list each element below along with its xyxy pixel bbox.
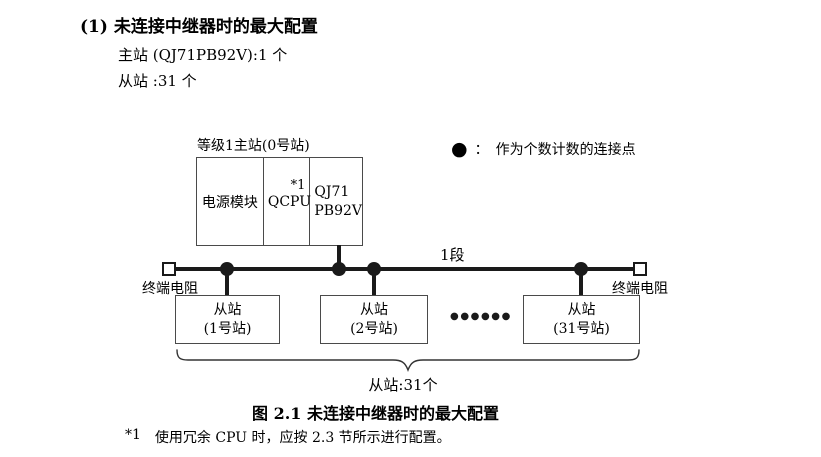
curly-brace — [176, 349, 640, 372]
slave-count-label: 从站:31个 — [368, 376, 438, 394]
connection-point-dot — [332, 262, 346, 276]
network-module-line2: PB92V — [314, 202, 362, 219]
slave-station-box-2: 从站 (2号站) — [320, 295, 428, 344]
slave-label: 从站 — [213, 301, 242, 318]
slave-station-number: (1号站) — [203, 320, 252, 337]
terminating-resistor-left-icon — [162, 262, 176, 276]
section-heading: (1) 未连接中继器时的最大配置 — [80, 17, 318, 37]
footnote-marker: *1 — [125, 427, 141, 443]
master-station-box: 电源模块 *1 QCPU QJ71 PB92V — [196, 157, 363, 246]
master-station-label: 等级1主站(0号站) — [197, 138, 310, 154]
slave31-drop-line — [579, 269, 583, 297]
footnote-reference: *1 — [290, 178, 306, 193]
cpu-module-label: QCPU — [267, 194, 312, 210]
footnote: *1 使用冗余 CPU 时，应按 2.3 节所示进行配置。 — [125, 427, 451, 447]
bus-line — [168, 267, 644, 271]
terminating-resistor-right-icon — [633, 262, 647, 276]
slave-station-number: (2号站) — [350, 320, 398, 337]
figure-caption: 图 2.1 未连接中继器时的最大配置 — [252, 404, 499, 423]
slave-label: 从站 — [360, 301, 388, 318]
power-module-cell: 电源模块 — [197, 158, 264, 245]
connection-point-dot — [574, 262, 588, 276]
slave2-drop-line — [372, 269, 376, 297]
slave-label: 从站 — [567, 301, 596, 318]
footnote-text: 使用冗余 CPU 时，应按 2.3 节所示进行配置。 — [154, 430, 451, 446]
slave1-drop-line — [225, 269, 229, 297]
slave-station-box-1: 从站 (1号站) — [175, 295, 280, 344]
legend-colon: ： — [474, 142, 489, 158]
slave-station-box-31: 从站 (31号站) — [523, 295, 640, 344]
network-module-line1: QJ71 — [314, 184, 350, 201]
connection-point-dot — [220, 262, 234, 276]
master-station-spec: 主站 (QJ71PB92V):1 个 — [118, 46, 288, 64]
connection-point-icon: ● — [451, 138, 468, 160]
slave-station-spec: 从站 :31 个 — [118, 72, 197, 90]
terminating-resistor-right-label: 终端电阻 — [612, 281, 668, 297]
network-module-cell: QJ71 PB92V — [310, 158, 362, 245]
slave-station-number: (31号站) — [553, 320, 610, 337]
master-drop-line — [337, 245, 341, 269]
legend: ● ： 作为个数计数的连接点 — [451, 139, 636, 159]
terminating-resistor-left-label: 终端电阻 — [142, 281, 198, 297]
cpu-module-cell: *1 QCPU — [264, 158, 311, 245]
connection-point-dot — [367, 262, 381, 276]
segment-label: 1段 — [440, 246, 465, 264]
legend-text: 作为个数计数的连接点 — [495, 142, 636, 158]
ellipsis-dots: ●●●●●● — [450, 311, 512, 322]
